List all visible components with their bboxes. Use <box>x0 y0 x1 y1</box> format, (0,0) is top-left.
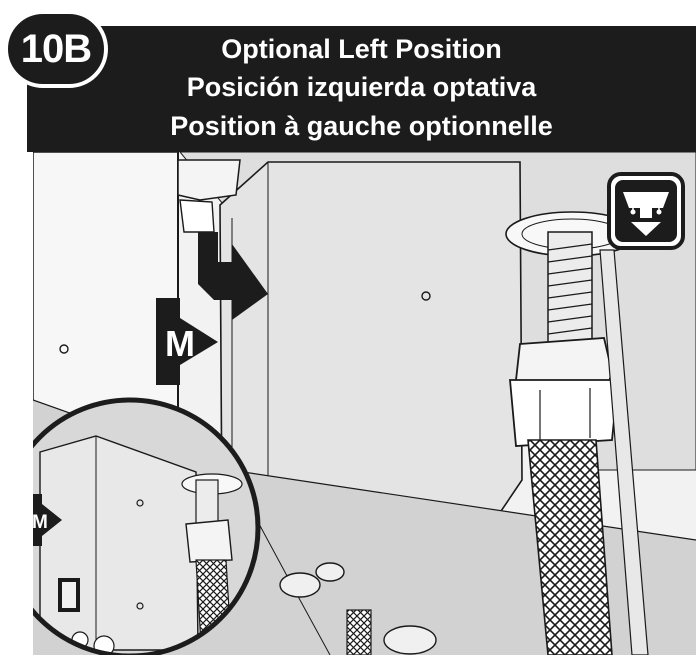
title-english: Optional Left Position <box>221 34 502 64</box>
inset-mounting-label-m: M <box>32 512 48 533</box>
installation-illustration <box>33 152 696 655</box>
title-banner: Optional Left Position Posición izquierd… <box>27 26 696 152</box>
mount-under-sink-icon <box>607 172 685 250</box>
title-french: Position à gauche optionnelle <box>170 111 553 141</box>
step-number-badge: 10B <box>4 10 108 88</box>
step-number: 10B <box>20 27 92 71</box>
mounting-label-m: M <box>165 323 195 364</box>
title-spanish: Posición izquierda optativa <box>186 72 537 102</box>
